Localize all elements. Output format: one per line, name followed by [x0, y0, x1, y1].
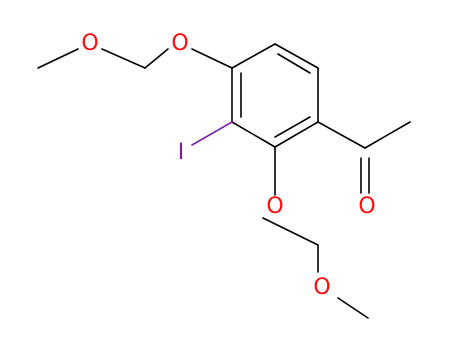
ring-bond-1	[231, 43, 276, 69]
atom-o-carbonyl: O	[358, 194, 375, 219]
benzene-ring	[231, 43, 319, 148]
ring-bond-5	[231, 121, 276, 148]
bond-ring-iodine	[191, 121, 233, 146]
ring-bond-2-inner	[277, 53, 311, 74]
atom-iodine: I	[178, 140, 185, 165]
bond-o-ch2-lower	[262, 217, 319, 246]
bond-o-ch2-upper	[144, 48, 169, 69]
bond-carbonyl-methyl	[364, 121, 411, 149]
atom-o-top: O	[171, 31, 188, 56]
ring-bond-2	[274, 43, 319, 69]
acetyl-group	[317, 121, 411, 194]
ring-bond-4	[274, 121, 319, 148]
bond-o-ch3-lower	[337, 297, 369, 319]
bond-ring-o-top	[191, 48, 233, 69]
ring-bond-4-inner	[274, 116, 311, 138]
atom-o-lower-chain: O	[313, 275, 330, 300]
bond-ch2-o-upper	[101, 48, 146, 69]
lower-mom-group	[262, 146, 369, 319]
bond-ring-carbonyl	[317, 121, 366, 149]
atom-o-lower: O	[266, 194, 283, 219]
atom-o-upper-chain: O	[81, 31, 98, 56]
upper-mom-group	[37, 48, 233, 69]
bond-o-ch3-upper	[37, 48, 79, 69]
